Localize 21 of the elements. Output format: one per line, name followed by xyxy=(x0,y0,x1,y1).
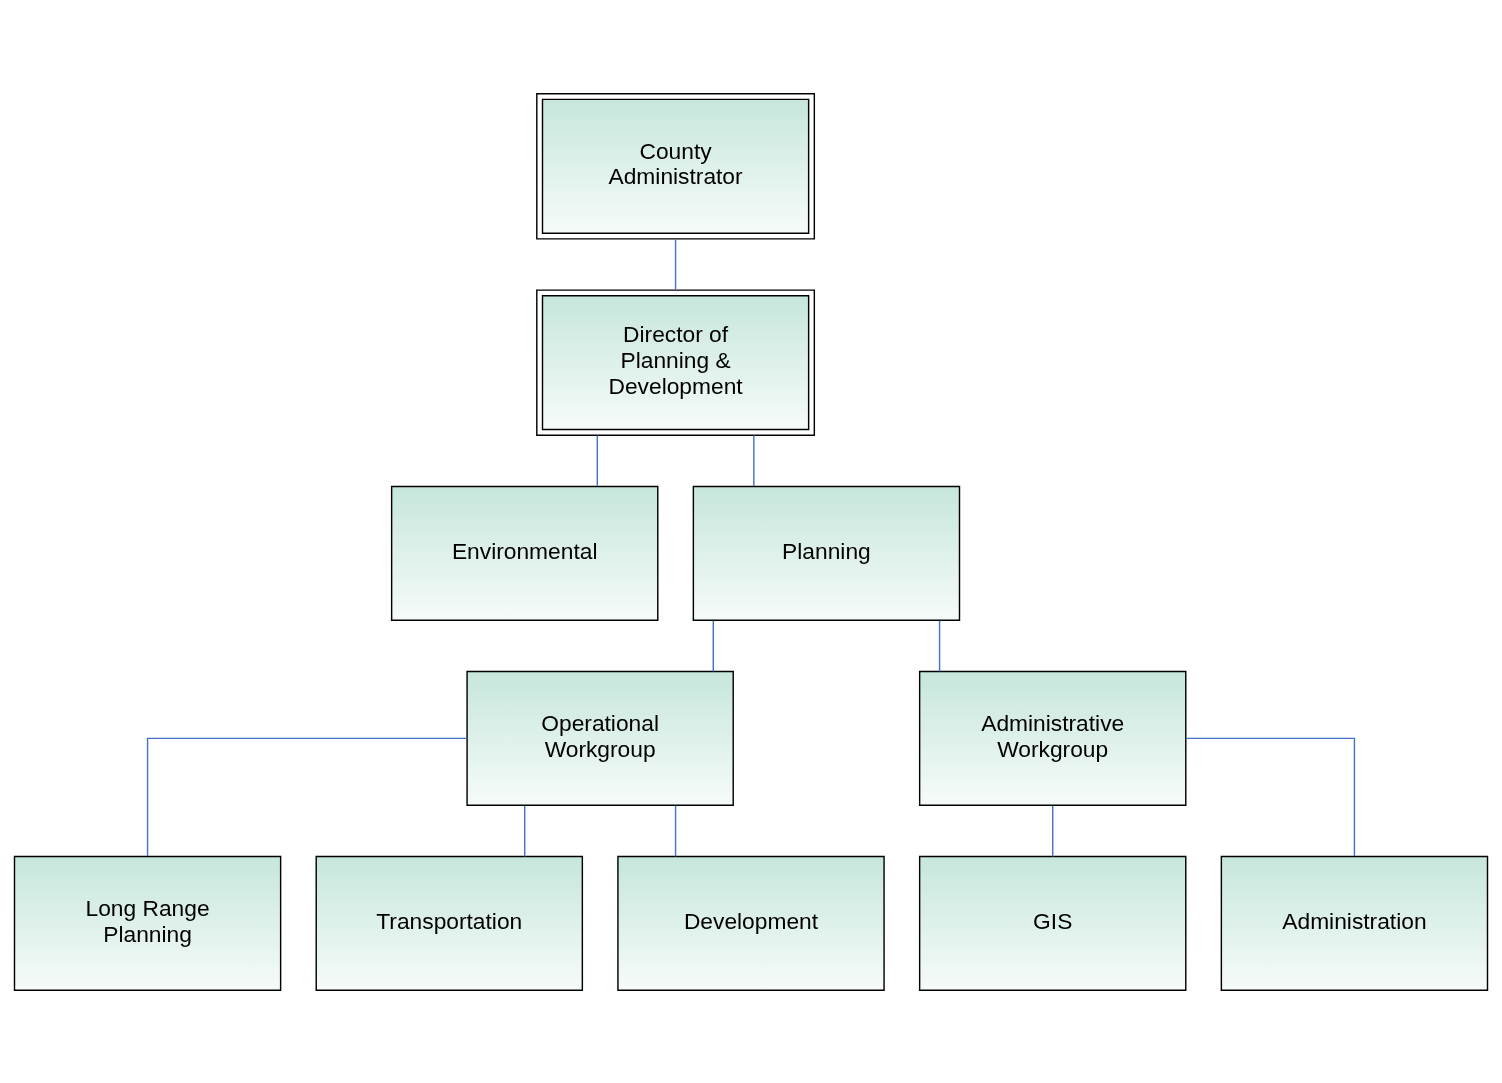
connector xyxy=(674,804,677,857)
node-box: GIS xyxy=(918,855,1187,991)
connector xyxy=(674,238,677,290)
connector xyxy=(524,804,526,857)
connector xyxy=(596,434,598,487)
node-box: Long Range Planning xyxy=(13,855,282,991)
node-box: Administrative Workgroup xyxy=(918,670,1187,806)
connector xyxy=(1185,737,1356,857)
node-box: Planning xyxy=(692,485,961,621)
node-box: Environmental xyxy=(390,485,659,621)
node-box: Administration xyxy=(1220,855,1489,991)
connector xyxy=(1052,804,1054,857)
connector xyxy=(712,619,714,672)
node-box: County Administrator xyxy=(536,92,816,240)
node-box: Transportation xyxy=(315,855,584,991)
connector xyxy=(753,434,755,487)
node-box: Director of Planning & Development xyxy=(536,288,816,436)
connector xyxy=(938,619,941,672)
node-box: Operational Workgroup xyxy=(466,670,734,806)
node-box: Development xyxy=(617,855,885,991)
connector xyxy=(146,737,468,857)
